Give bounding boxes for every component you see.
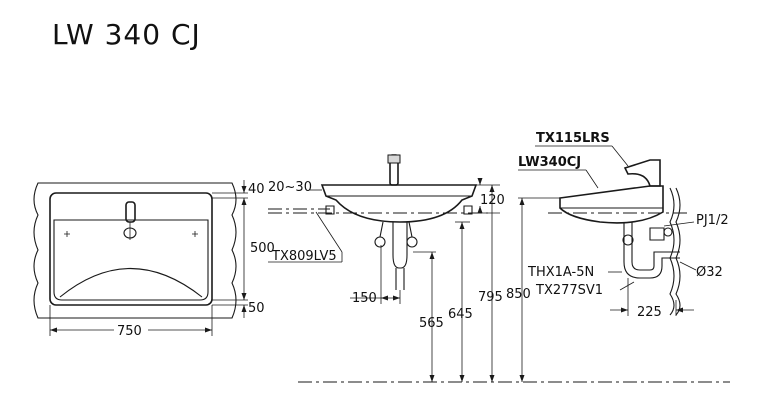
front-trap: [392, 222, 408, 269]
label-lw340cj: LW340CJ: [518, 155, 581, 170]
side-trap: [623, 222, 680, 279]
drawing-title: LW 340 CJ: [52, 18, 201, 51]
plan-basin-outer: [49, 192, 213, 306]
dim-120: 120: [480, 193, 505, 208]
label-tx809lv5: TX809LV5: [271, 249, 337, 264]
label-phi32: Ø32: [696, 265, 723, 280]
dim-565: 565: [419, 316, 444, 331]
plan-bowl-arc: [59, 268, 203, 298]
plan-faucet: [125, 201, 136, 223]
dim-225: 225: [637, 305, 662, 320]
label-tx115lrs: TX115LRS: [536, 131, 610, 146]
dim-20-30: 20~30: [268, 180, 312, 195]
label-tx277sv1: TX277SV1: [535, 283, 603, 298]
dim-40: 40: [248, 182, 265, 197]
dim-50: 50: [248, 301, 265, 316]
side-view: [518, 145, 697, 382]
front-view: [268, 154, 730, 383]
dim-795: 795: [478, 290, 503, 305]
plan-basin-bowl: [53, 219, 209, 301]
label-thx1a-5n: THX1A-5N: [527, 265, 594, 280]
side-faucet: [623, 159, 661, 187]
dim-645: 645: [448, 307, 473, 322]
plan-view: [33, 180, 248, 337]
dim-850: 850: [506, 287, 531, 302]
dim-500: 500: [250, 241, 275, 256]
side-basin: [559, 185, 664, 224]
plan-wall-outline: [33, 182, 237, 319]
dim-150: 150: [352, 291, 377, 306]
dim-750: 750: [117, 324, 142, 339]
label-pj12: PJ1/2: [696, 213, 729, 228]
front-basin: [320, 184, 478, 223]
